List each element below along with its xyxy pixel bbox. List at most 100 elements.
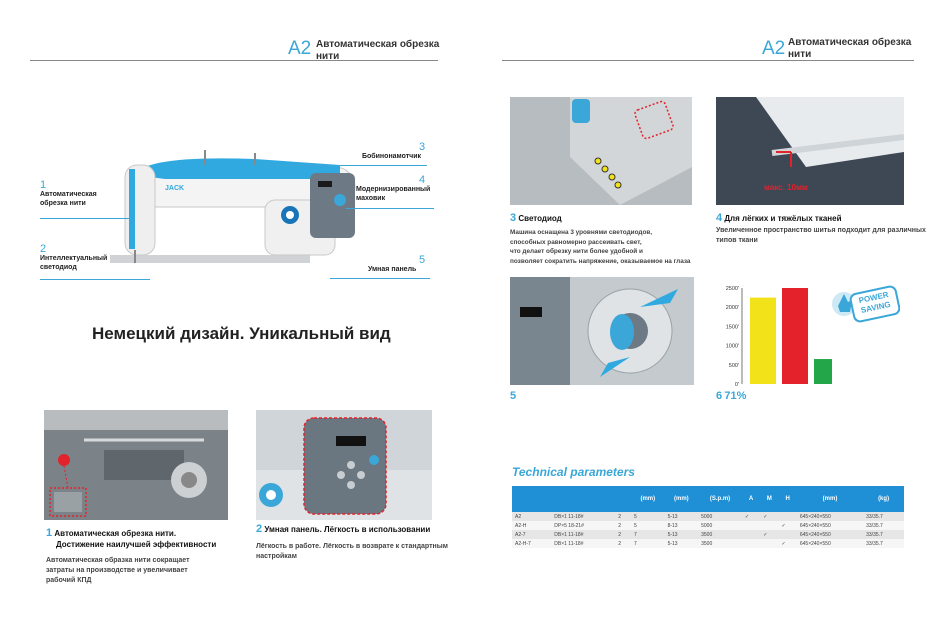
header-rule xyxy=(502,60,914,61)
table-cell: 5000 xyxy=(698,521,742,530)
headline: Немецкий дизайн. Уникальный вид xyxy=(92,324,391,343)
chart-bar xyxy=(750,297,776,384)
chart-bar xyxy=(782,288,808,384)
table-cell: A2-7 xyxy=(512,530,552,539)
table-cell: 33/35.7 xyxy=(863,539,904,548)
y-tick-label: 1500' xyxy=(726,324,739,330)
table-header-cell xyxy=(512,486,552,512)
table-cell: 645×240×550 xyxy=(796,539,864,548)
table-cell xyxy=(760,521,779,530)
table-cell xyxy=(760,539,779,548)
power-saving-badge: POWER SAVING xyxy=(832,285,900,323)
y-tick-label: 1000' xyxy=(726,344,739,350)
feature4-title: 4 Для лёгких и тяжёлых тканей xyxy=(716,212,842,224)
table-cell: 5-13 xyxy=(664,512,699,521)
table-header-cell: H xyxy=(778,486,797,512)
model-code: A2 xyxy=(762,38,786,59)
table-cell: ✓ xyxy=(760,530,779,539)
table-cell xyxy=(741,539,761,548)
table-header-cell: (mm) xyxy=(664,486,699,512)
callout-line xyxy=(40,279,150,280)
table-header-cell: (S.p.m) xyxy=(698,486,742,512)
led-photo xyxy=(510,97,692,205)
table-cell: A2 xyxy=(512,512,552,521)
sewing-machine-image: JACK xyxy=(110,150,356,263)
feature5-label: 5 xyxy=(510,390,517,402)
table-cell xyxy=(741,521,761,530)
table-cell xyxy=(741,530,761,539)
table-header-cell xyxy=(615,486,632,512)
power-consumption-chart: 0'500'1000'1500'2000'2500' xyxy=(726,286,832,388)
callout-line xyxy=(40,218,135,219)
table-cell: 645×240×550 xyxy=(796,512,864,521)
table-cell: 8-13 xyxy=(664,521,699,530)
feature6-label: 6 71% xyxy=(716,390,747,402)
table-cell: 2 xyxy=(615,512,632,521)
table-cell: 33/35.7 xyxy=(863,530,904,539)
callout-line xyxy=(330,278,430,279)
callout-auto-trim: 1 Автоматическая обрезка нити xyxy=(40,179,97,208)
table-cell: 3500 xyxy=(698,530,742,539)
chart-bar xyxy=(814,359,832,384)
y-tick-label: 2500' xyxy=(726,286,739,292)
table-header-cell: A xyxy=(741,486,761,512)
table-header-cell xyxy=(551,486,616,512)
right-page: A2 Автоматическая обрезка нити 3 Светоди… xyxy=(470,0,940,643)
fabric-max-label: макс. 10мм xyxy=(764,183,808,192)
table-cell: 7 xyxy=(631,530,665,539)
table-cell: 5 xyxy=(631,512,665,521)
header-rule xyxy=(30,60,438,61)
feature2-body: Лёгкость в работе. Лёгкость в возврате к… xyxy=(256,543,448,560)
table-cell: DB×1 11-18# xyxy=(551,512,616,521)
trimmer-mechanism-photo xyxy=(44,410,228,520)
table-cell: 33/35.7 xyxy=(863,512,904,521)
table-cell: 645×240×550 xyxy=(796,521,864,530)
table-cell: 7 xyxy=(631,539,665,548)
table-cell: 5-13 xyxy=(664,530,699,539)
table-cell: DB×1 11-18# xyxy=(551,539,616,548)
table-cell: A2-H xyxy=(512,521,552,530)
feature4-body: Увеличенное пространство шитья подходит … xyxy=(716,227,926,244)
table-cell: 2 xyxy=(615,521,632,530)
feature3-title: 3 Светодиод xyxy=(510,212,562,224)
feature2-title: 2 Умная панель. Лёгкость в использовании xyxy=(256,523,431,535)
table-cell: 5 xyxy=(631,521,665,530)
callout-line xyxy=(346,208,434,209)
callout-led: 2 Интеллектуальный светодиод xyxy=(40,243,108,272)
smart-panel-photo xyxy=(256,410,432,520)
handwheel-photo xyxy=(510,277,694,385)
table-cell: 2 xyxy=(615,530,632,539)
table-cell xyxy=(778,530,797,539)
header-title: Автоматическая обрезка нити xyxy=(788,37,912,60)
callout-bobbin-winder: 3 Бобинонамотчик xyxy=(362,141,426,161)
y-tick-label: 500' xyxy=(729,363,739,369)
table-header-cell: (mm) xyxy=(796,486,864,512)
fabric-photo: макс. 10мм xyxy=(716,97,904,205)
table-header-cell: (mm) xyxy=(631,486,665,512)
table-cell: ✓ xyxy=(741,512,761,521)
table-cell: 33/35.7 xyxy=(863,521,904,530)
y-tick-label: 2000' xyxy=(726,305,739,311)
callout-line xyxy=(262,165,427,166)
table-header-cell: (kg) xyxy=(863,486,904,512)
table-cell xyxy=(778,512,797,521)
header-title: Автоматическая обрезка нити xyxy=(316,39,440,62)
table-cell: 2 xyxy=(615,539,632,548)
feature1-title: 1 Автоматическая обрезка нити. Достижени… xyxy=(46,527,217,550)
brand-logo: JACK xyxy=(165,185,184,192)
table-header-cell: M xyxy=(760,486,779,512)
table-cell: A2-H-7 xyxy=(512,539,552,548)
table-cell: ✓ xyxy=(778,521,797,530)
table-cell: ✓ xyxy=(778,539,797,548)
table-cell: 5000 xyxy=(698,512,742,521)
table-cell: 645×240×550 xyxy=(796,530,864,539)
model-code: A2 xyxy=(288,38,312,59)
table-cell: DB×1 11-18# xyxy=(551,530,616,539)
callout-handwheel: 4 Модернизированный маховик xyxy=(356,174,431,203)
table-cell: 5-13 xyxy=(664,539,699,548)
